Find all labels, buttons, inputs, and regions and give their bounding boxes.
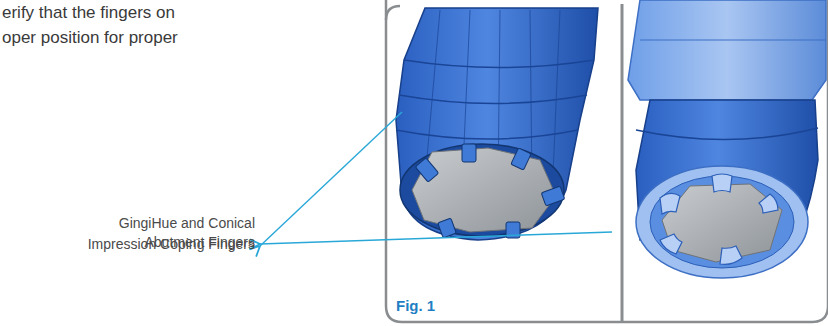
impression-coping-drawing [628,0,826,278]
body-text: erify that the fingers on [2,2,175,25]
panel-divider [621,4,624,322]
figure-number: Fig. 1 [393,296,438,316]
figure-panel [386,0,828,322]
leader-line [260,232,612,244]
body-text: oper position for proper [2,27,178,50]
leader-line [260,112,402,246]
abutment-drawing [396,8,598,240]
part-label: Impression Coping Fingers [88,235,255,254]
